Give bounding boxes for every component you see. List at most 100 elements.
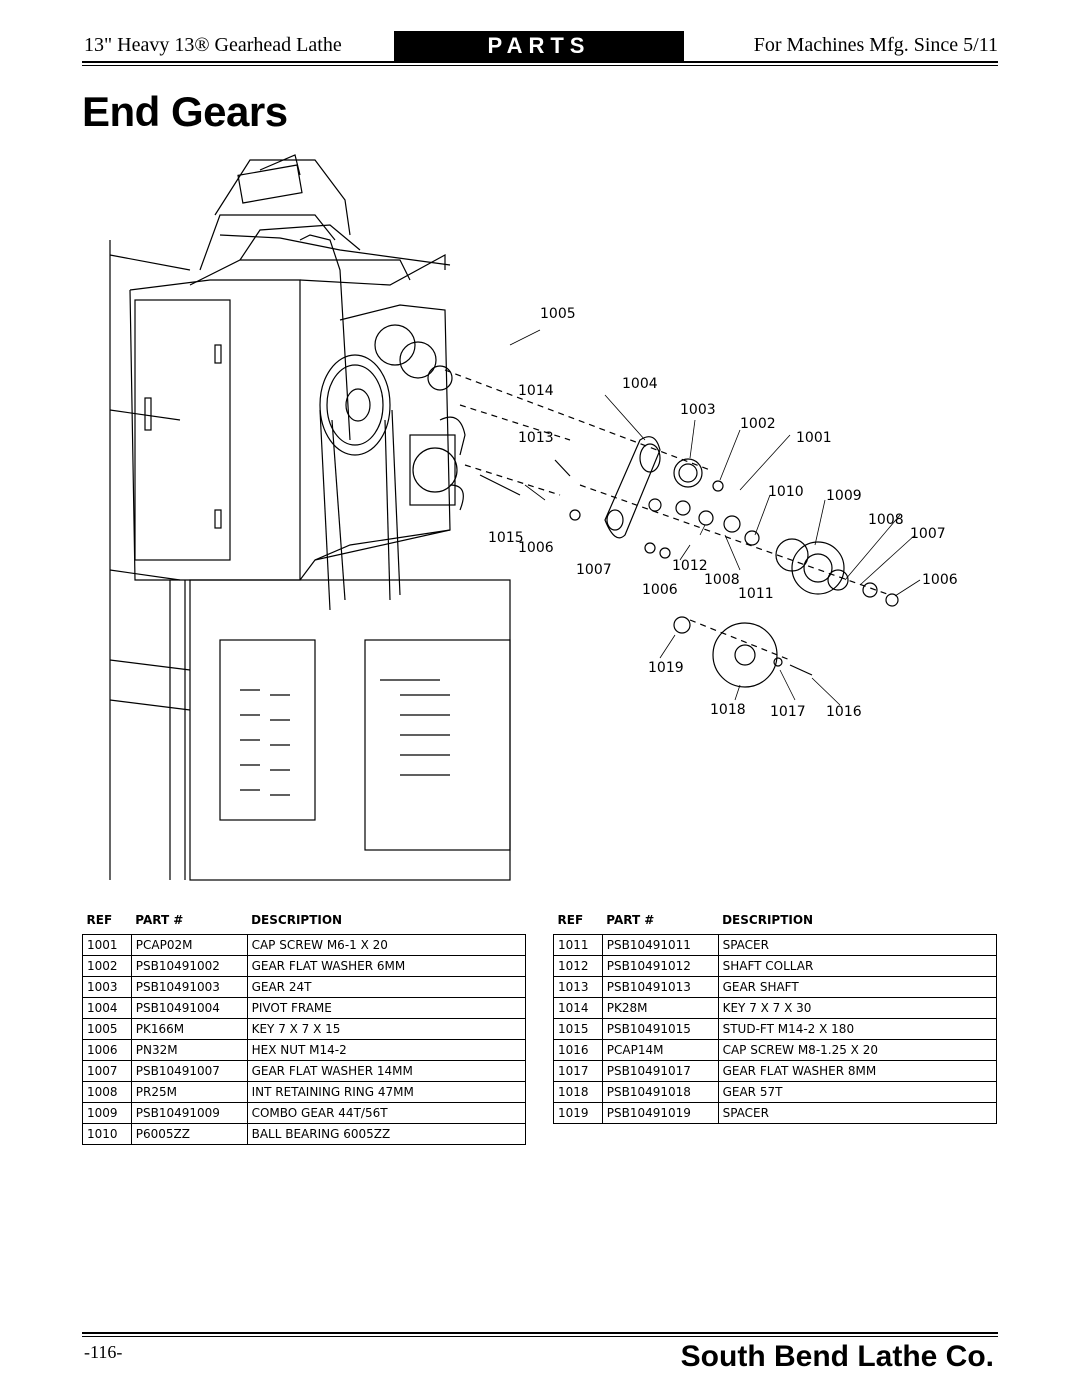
ref-cell: 1001: [82, 934, 132, 956]
combo-gear-drawing: [791, 541, 845, 595]
description-cell: CAP SCREW M8-1.25 X 20: [717, 1039, 998, 1061]
ref-cell: 1005: [82, 1018, 132, 1040]
part-number-cell: PSB10491004: [130, 997, 248, 1019]
ref-cell: 1004: [82, 997, 132, 1019]
part-number-cell: PSB10491009: [130, 1102, 248, 1124]
col-header-ref: REF: [557, 913, 584, 927]
part-number-cell: PSB10491012: [601, 955, 719, 977]
part-number-cell: P6005ZZ: [130, 1123, 248, 1145]
description-cell: GEAR 57T: [717, 1081, 998, 1103]
part-number-cell: PSB10491015: [601, 1018, 719, 1040]
col-header-ref: REF: [86, 913, 113, 927]
footer-rule-thin: [82, 1336, 998, 1337]
callout-1017: 1017: [770, 704, 806, 720]
part-number-cell: PCAP14M: [601, 1039, 719, 1061]
ref-cell: 1011: [553, 934, 603, 956]
callout-1008b: 1008: [704, 572, 740, 588]
callout-1008: 1008: [868, 512, 904, 528]
ref-cell: 1015: [553, 1018, 603, 1040]
ref-cell: 1019: [553, 1102, 603, 1124]
col-header-description: DESCRIPTION: [251, 913, 343, 927]
part-number-cell: PSB10491018: [601, 1081, 719, 1103]
ref-cell: 1002: [82, 955, 132, 977]
part-number-cell: PSB10491017: [601, 1060, 719, 1082]
header-machine-title: 13" Heavy 13® Gearhead Lathe: [84, 34, 342, 56]
ref-cell: 1012: [553, 955, 603, 977]
gear-57t-drawing: [712, 622, 778, 688]
callout-labels: 1005 1014 1004 1003 1002 1001 1013 1010 …: [488, 306, 958, 720]
part-number-cell: PN32M: [130, 1039, 248, 1061]
page-title: End Gears: [82, 88, 288, 135]
ref-cell: 1017: [553, 1060, 603, 1082]
gearbox-drawing: [374, 324, 466, 511]
description-cell: COMBO GEAR 44T/56T: [246, 1102, 527, 1124]
callout-1012: 1012: [672, 558, 708, 574]
ref-cell: 1006: [82, 1039, 132, 1061]
ref-cell: 1010: [82, 1123, 132, 1145]
description-cell: PIVOT FRAME: [246, 997, 527, 1019]
description-cell: STUD-FT M14-2 X 180: [717, 1018, 998, 1040]
ref-cell: 1008: [82, 1081, 132, 1103]
description-cell: GEAR SHAFT: [717, 976, 998, 998]
callout-1018: 1018: [710, 702, 746, 718]
part-number-cell: PSB10491002: [130, 955, 248, 977]
col-header-part: PART #: [606, 913, 655, 927]
header-rule-thin: [82, 65, 998, 66]
description-cell: GEAR 24T: [246, 976, 527, 998]
description-cell: BALL BEARING 6005ZZ: [246, 1123, 527, 1145]
description-cell: SHAFT COLLAR: [717, 955, 998, 977]
ref-cell: 1018: [553, 1081, 603, 1103]
part-number-cell: PSB10491013: [601, 976, 719, 998]
callout-1003: 1003: [680, 402, 716, 418]
description-cell: GEAR FLAT WASHER 8MM: [717, 1060, 998, 1082]
callout-1002: 1002: [740, 416, 776, 432]
gear-24t-drawing: [673, 458, 703, 488]
description-cell: SPACER: [717, 1102, 998, 1124]
callout-1016: 1016: [826, 704, 862, 720]
header-rule: [82, 61, 998, 63]
ref-cell: 1003: [82, 976, 132, 998]
description-cell: INT RETAINING RING 47MM: [246, 1081, 527, 1103]
col-header-part: PART #: [135, 913, 184, 927]
part-number-cell: PK28M: [601, 997, 719, 1019]
ref-cell: 1013: [553, 976, 603, 998]
part-number-cell: PSB10491011: [601, 934, 719, 956]
explode-axis-lines: [444, 369, 891, 661]
callout-1014: 1014: [518, 383, 554, 399]
ref-cell: 1009: [82, 1102, 132, 1124]
part-number-cell: PSB10491003: [130, 976, 248, 998]
description-cell: CAP SCREW M6-1 X 20: [246, 934, 527, 956]
description-cell: KEY 7 X 7 X 15: [246, 1018, 527, 1040]
callout-1006c: 1006: [922, 572, 958, 588]
ref-cell: 1007: [82, 1060, 132, 1082]
callout-1005: 1005: [540, 306, 576, 322]
description-cell: GEAR FLAT WASHER 6MM: [246, 955, 527, 977]
lathe-headstock-drawing: [109, 154, 511, 881]
header-mfg-date: For Machines Mfg. Since 5/11: [753, 34, 998, 56]
callout-1004: 1004: [622, 376, 658, 392]
pivot-frame-drawing: [604, 436, 661, 539]
callout-1013: 1013: [518, 430, 554, 446]
ref-cell: 1016: [553, 1039, 603, 1061]
callout-1001: 1001: [796, 430, 832, 446]
description-cell: SPACER: [717, 934, 998, 956]
brand-logo-text: South Bend Lathe Co.: [680, 1340, 994, 1373]
